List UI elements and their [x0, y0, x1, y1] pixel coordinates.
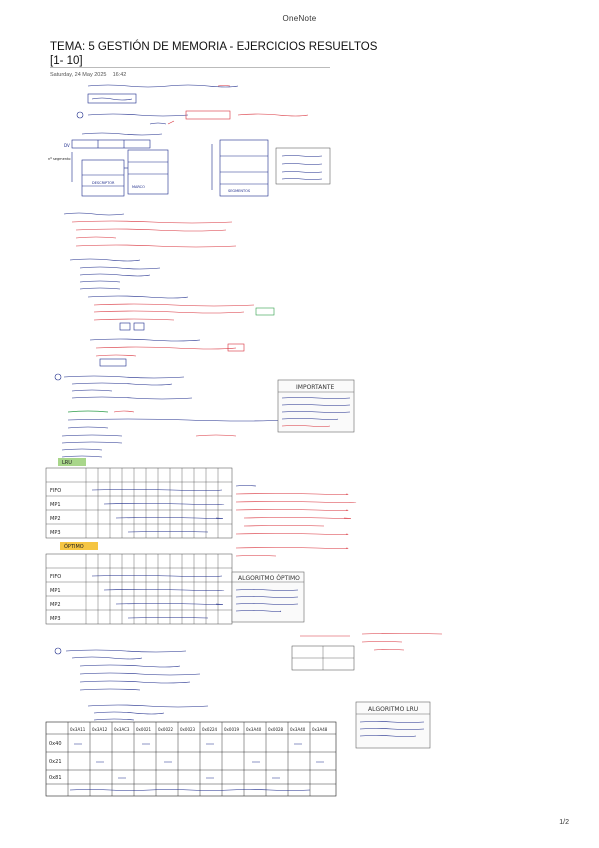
optimal-row-mp2: MP2: [50, 602, 61, 608]
page-title: TEMA: 5 GESTIÓN DE MEMORIA - EJERCICIOS …: [50, 40, 470, 68]
optimal-row-mp1: MP1: [50, 588, 61, 594]
ref-row-label-3: 0x81: [49, 775, 62, 781]
lru-row-mp2: MP2: [50, 516, 61, 522]
ref-header-6: 0x0023: [180, 727, 196, 732]
ref-header-10: 0x0028: [268, 727, 284, 732]
ref-header-9: 0x3A40: [246, 727, 262, 732]
ref-header-12: 0x3A48: [312, 727, 328, 732]
exercise-label-box: [87, 93, 137, 104]
page-indicator: 1/2: [559, 819, 569, 826]
page-title-line-1: TEMA: 5 GESTIÓN DE MEMORIA - EJERCICIOS …: [50, 41, 378, 53]
ref-header-8: 0x0019: [224, 727, 240, 732]
intro-scribble: [87, 84, 239, 104]
optimal-table: ÓPTIMO FIFO MP1 MP2 MP3: [45, 542, 233, 625]
ref-header-4: 0x0021: [136, 727, 152, 732]
note-timestamp: Saturday, 24 May 2025 16:42: [50, 72, 126, 78]
reference-table: 0x3A11 0x3A12 0x3AC3 0x0021 0x0022 0x002…: [45, 704, 337, 797]
section-c-notes: [69, 258, 275, 367]
ref-header-7: 0x0224: [202, 727, 218, 732]
optimal-row-mp3: MP3: [50, 616, 61, 622]
lru-algorithm-box: ALGORITMO LRU: [355, 701, 431, 749]
ref-header-2: 0x3A12: [92, 727, 108, 732]
svg-text:nº segmento: nº segmento: [48, 157, 70, 161]
lru-row-mp1: MP1: [50, 502, 61, 508]
exercise-4-notes: [54, 633, 443, 691]
note-date: Saturday, 24 May 2025: [50, 72, 107, 78]
lru-row-mp3: MP3: [50, 530, 61, 536]
svg-text:DV: DV: [64, 143, 70, 148]
svg-text:DESCRIPTOR: DESCRIPTOR: [92, 181, 115, 185]
exercise-3-notes: [54, 373, 289, 458]
lru-table-label: LRU: [62, 460, 72, 466]
svg-text:MARCO: MARCO: [132, 185, 145, 189]
exercise-1-header: [76, 110, 309, 125]
ref-row-label-2: 0x21: [49, 759, 62, 765]
title-divider: [50, 67, 330, 68]
optimal-algorithm-box: ALGORITMO ÓPTIMO: [231, 571, 305, 623]
page-title-line-2: [1- 10]: [50, 55, 83, 67]
important-box-title: IMPORTANTE: [296, 384, 334, 391]
ref-row-label-1: 0x40: [49, 741, 62, 747]
fault-analysis-notes: [235, 485, 357, 557]
memory-segments-diagram: DV DESCRIPTOR nº segmento MARCO SEGMENTO…: [48, 132, 331, 197]
ref-header-5: 0x0022: [158, 727, 174, 732]
optimal-table-label: ÓPTIMO: [64, 543, 84, 550]
ref-header-1: 0x3A11: [70, 727, 86, 732]
ref-header-3: 0x3AC3: [114, 727, 130, 732]
important-box: IMPORTANTE: [277, 379, 355, 433]
note-time: 16:42: [112, 72, 127, 78]
lru-table: LRU FIFO MP1 MP2 MP3: [45, 458, 233, 539]
svg-text:SEGMENTOS: SEGMENTOS: [228, 189, 251, 193]
lru-box-title: ALGORITMO LRU: [368, 706, 418, 713]
app-name: OneNote: [282, 14, 317, 23]
optimal-row-fifo: FIFO: [50, 574, 61, 580]
lru-row-fifo: FIFO: [50, 488, 61, 494]
ref-header-11: 0x3A40: [290, 727, 306, 732]
optimal-box-title: ALGORITMO ÓPTIMO: [238, 575, 300, 582]
section-b-notes: [63, 212, 237, 248]
